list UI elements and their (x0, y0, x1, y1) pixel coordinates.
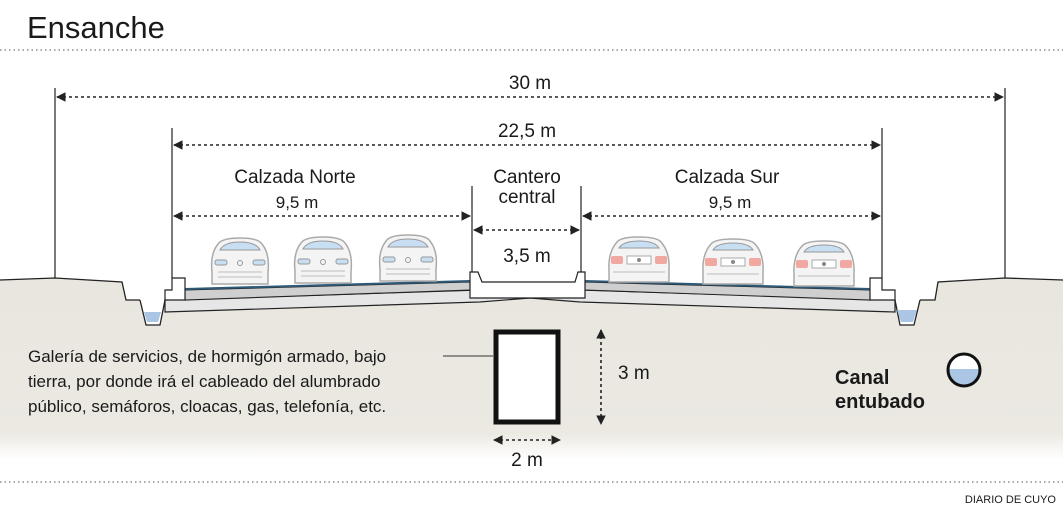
median-width-label: 3,5 m (503, 246, 551, 267)
gallery-note-line3: público, semáforos, cloacas, gas, telefo… (28, 397, 386, 416)
gallery-note-line2: tierra, por donde irá el cableado del al… (28, 372, 381, 391)
roadway-width-label: 22,5 m (498, 121, 556, 142)
median-label-line2: central (498, 187, 555, 208)
gallery-height-label: 3 m (618, 363, 650, 384)
canal-label-line1: Canal (835, 367, 889, 389)
median-label-line1: Cantero (493, 167, 561, 188)
diagram-title: Ensanche (27, 10, 165, 45)
north-lane-width-label: 9,5 m (276, 193, 319, 212)
car-south-2 (702, 238, 764, 285)
right-gutter-water (897, 310, 917, 322)
south-lane-label: Calzada Sur (675, 167, 780, 188)
median-curb (469, 271, 586, 299)
total-width-label: 30 m (509, 73, 551, 94)
gallery-note-line1: Galería de servicios, de hormigón armado… (28, 347, 386, 366)
gallery-width-label: 2 m (511, 450, 543, 471)
car-north-2 (293, 236, 353, 284)
car-north-1 (210, 237, 270, 285)
canal-pipe-icon (946, 352, 982, 388)
car-north-3 (378, 234, 438, 282)
south-lane-width-label: 9,5 m (709, 193, 752, 212)
car-south-1 (608, 236, 670, 283)
north-lane-label: Calzada Norte (234, 167, 355, 188)
left-gutter-water (144, 312, 161, 322)
canal-label-line2: entubado (835, 391, 925, 413)
credit: DIARIO DE CUYO (965, 494, 1057, 506)
car-south-3 (793, 240, 855, 287)
service-gallery (493, 329, 561, 425)
